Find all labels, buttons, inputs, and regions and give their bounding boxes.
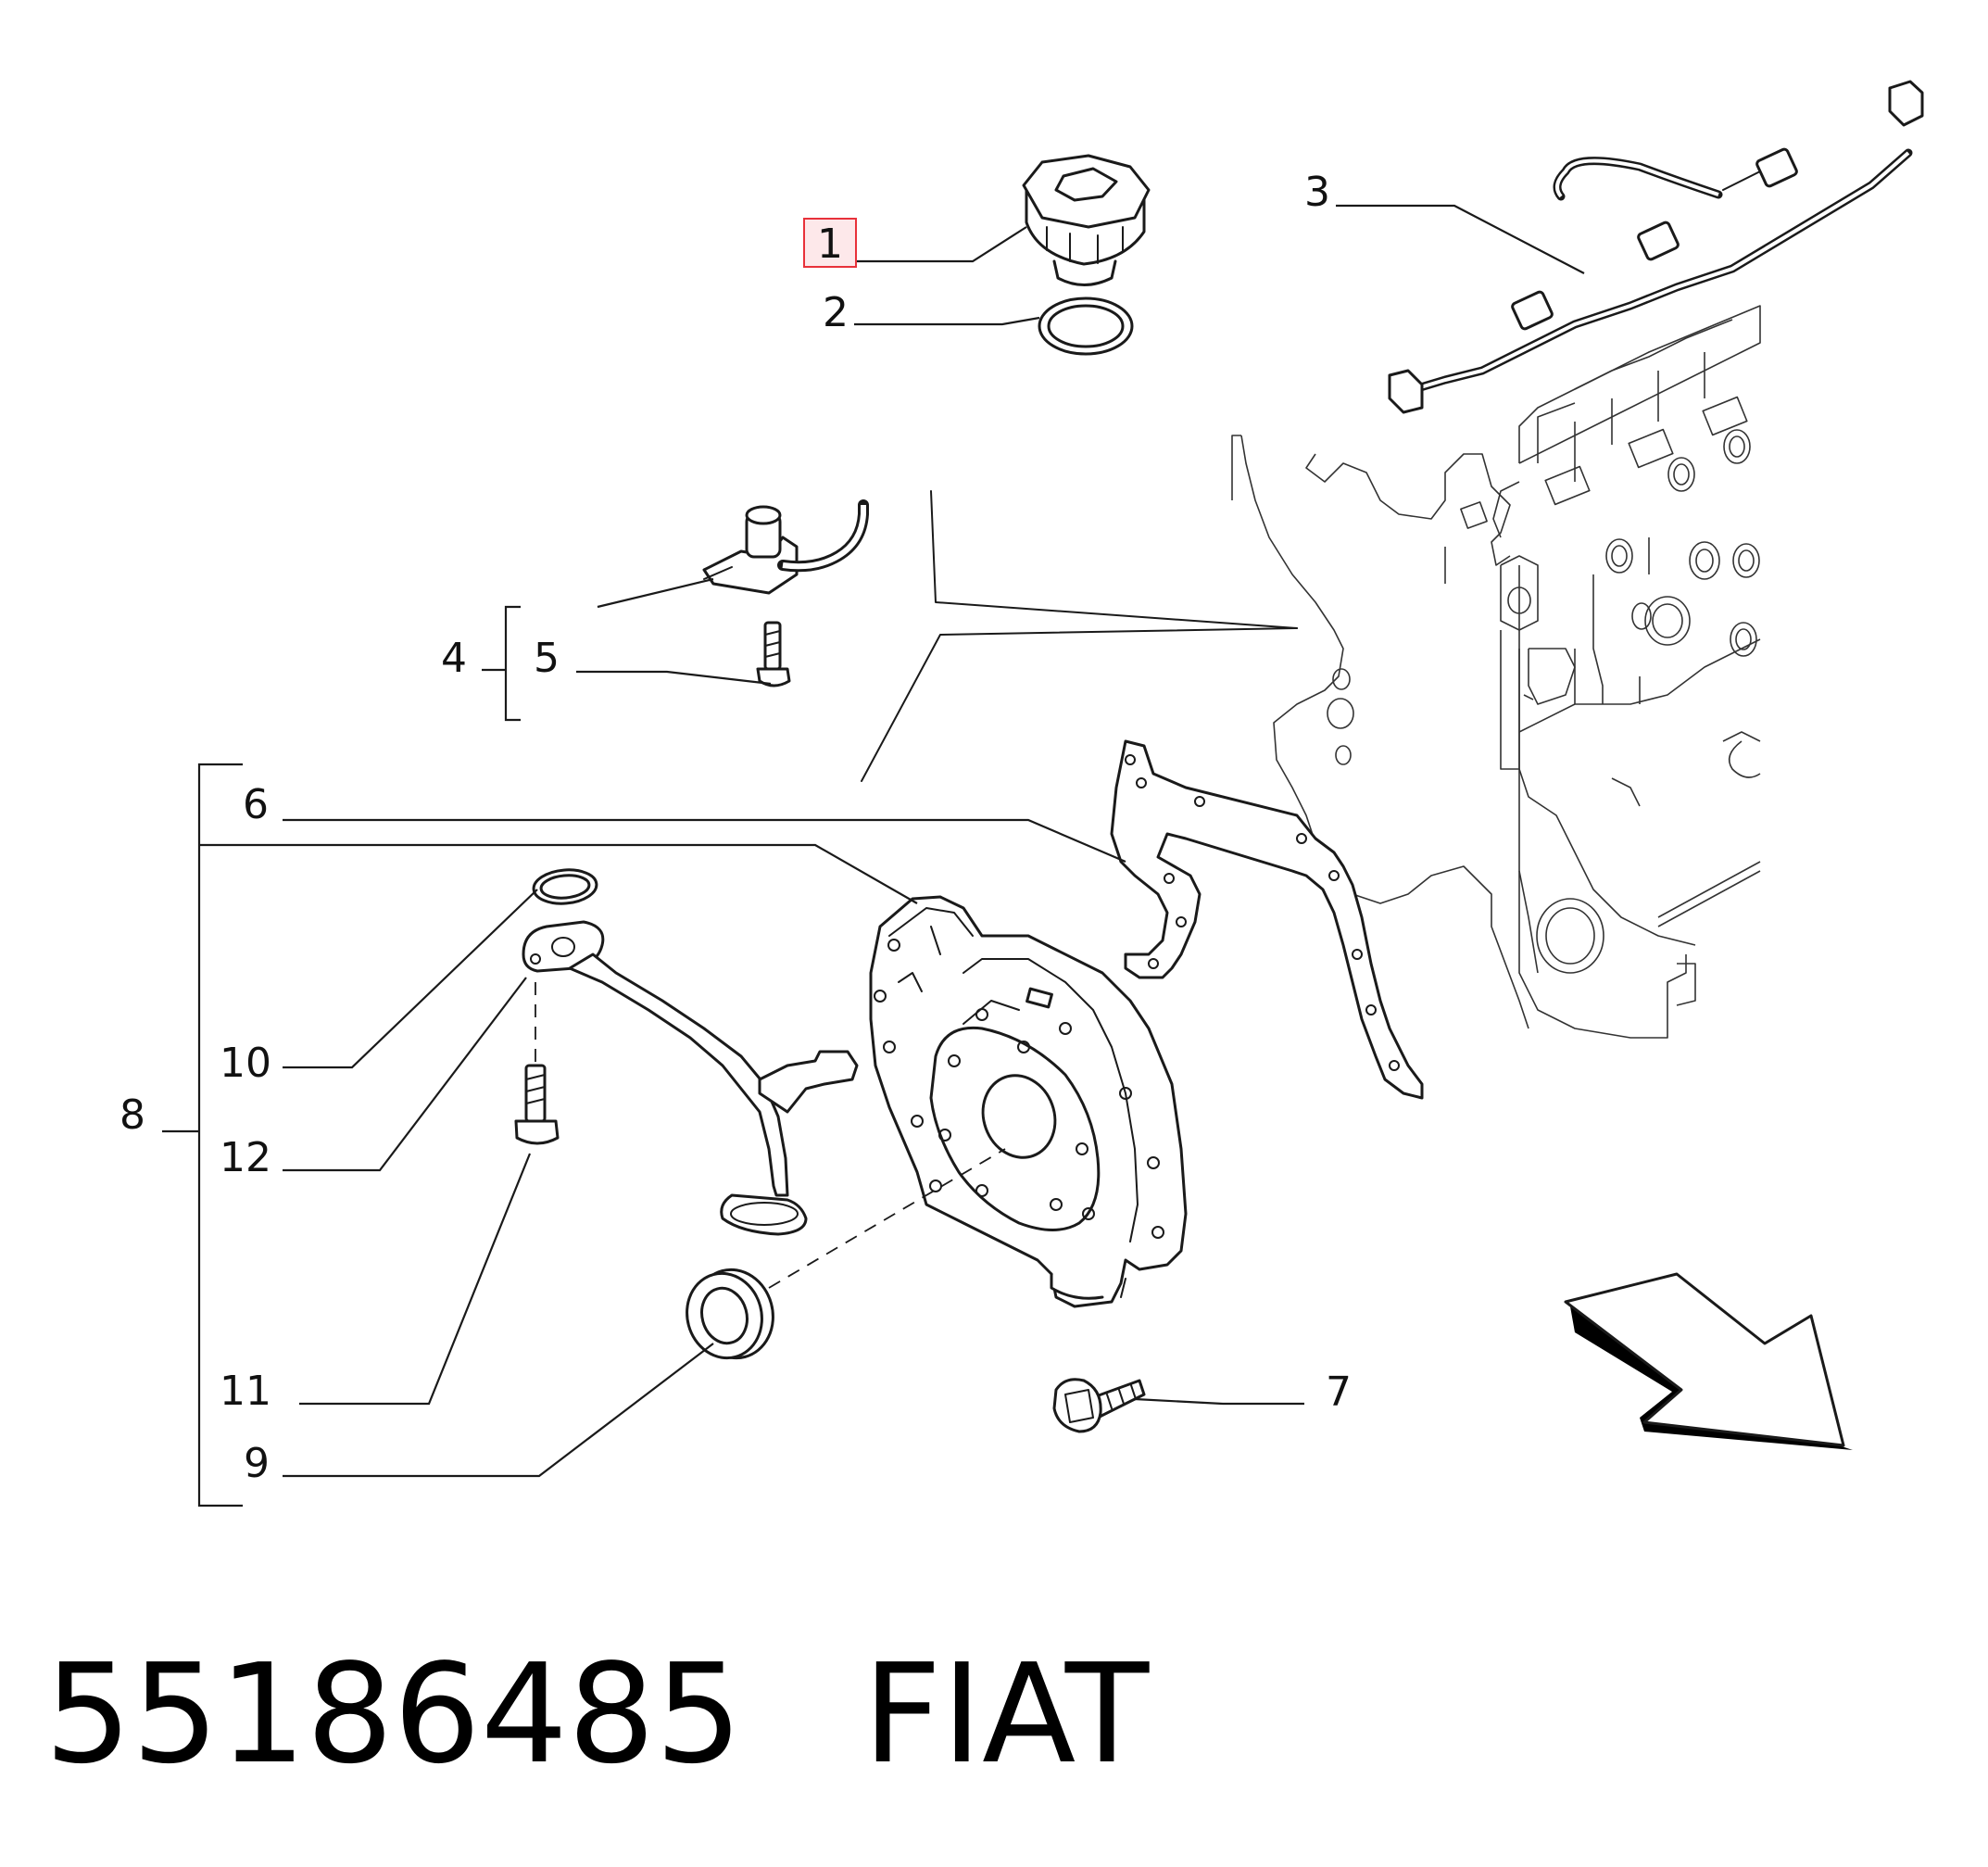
leader-lines	[199, 204, 1585, 1478]
part-number: 55186485	[44, 1634, 743, 1794]
group-brackets	[162, 605, 521, 1507]
callout-labels: 1 2 3 4 5 6 7 8 9 10 11 12	[120, 169, 1352, 1487]
callout-4: 4	[441, 635, 467, 682]
part-5-bolt	[756, 621, 791, 688]
part-9-seal-ring	[686, 1148, 1006, 1360]
direction-arrow-icon	[1564, 1272, 1853, 1450]
block-reference-lines	[861, 490, 1298, 782]
callout-2: 2	[823, 289, 849, 336]
part-8-oil-pump	[869, 895, 1188, 1308]
callout-6: 6	[243, 781, 269, 828]
callout-5: 5	[534, 635, 560, 682]
part-12-suction-pipe	[522, 920, 859, 1236]
engine-block-outline	[1231, 305, 1761, 1039]
callout-1-highlight	[803, 218, 857, 268]
part-1-oil-filler-cap	[1022, 154, 1151, 286]
callout-12: 12	[220, 1134, 271, 1181]
callout-11: 11	[220, 1368, 271, 1415]
part-caption: 55186485 FIAT	[44, 1621, 1149, 1807]
callout-10: 10	[220, 1040, 271, 1087]
callout-7: 7	[1326, 1369, 1352, 1416]
part-2-o-ring	[1038, 296, 1134, 356]
callout-1: 1	[817, 221, 843, 268]
callout-9: 9	[244, 1440, 270, 1487]
part-3-pipe-assembly	[1388, 80, 1924, 414]
part-4-sensor-fitting	[702, 499, 869, 595]
part-7-screw	[1052, 1378, 1146, 1433]
brand-name: FIAT	[862, 1634, 1150, 1794]
part-11-flange-bolt	[514, 982, 560, 1145]
callout-3: 3	[1304, 169, 1330, 216]
part-10-o-ring	[532, 868, 598, 905]
callout-8: 8	[120, 1091, 145, 1139]
part-6-gasket	[1110, 739, 1424, 1100]
